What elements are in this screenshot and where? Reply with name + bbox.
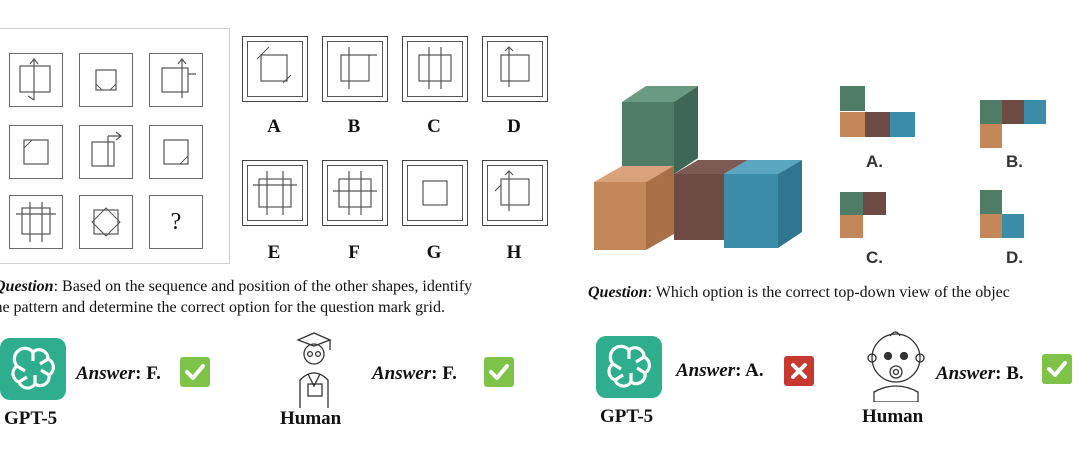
matrix-cell (79, 125, 133, 179)
option-a-figure[interactable] (242, 36, 308, 102)
cross-icon (784, 356, 814, 386)
matrix-cell (9, 195, 63, 249)
view-option-d[interactable] (980, 190, 1032, 242)
question-mark-cell: ? (149, 195, 203, 249)
human-caption-right: Human (862, 406, 924, 427)
human-caption-left: Human (280, 408, 342, 429)
view-option-b-label: B. (1006, 152, 1023, 171)
option-d-figure[interactable] (482, 36, 548, 102)
baby-human-icon (860, 322, 932, 403)
gpt5-caption-right: GPT-5 (600, 406, 654, 427)
gpt5-answer-right: Answer: A. (676, 360, 764, 381)
question-text-line1: : Based on the sequence and position of … (53, 278, 473, 295)
question-mark: ? (170, 208, 182, 235)
option-d-label: D (507, 116, 521, 137)
matrix-cell (149, 125, 203, 179)
option-e-figure[interactable] (242, 160, 308, 226)
right-question: Question: Which option is the correct to… (588, 282, 1080, 303)
question-label: Question (0, 278, 54, 295)
question-text-line2: the pattern and determine the correct op… (0, 299, 445, 316)
option-h-label: H (506, 242, 522, 263)
option-b-label: B (347, 116, 361, 137)
openai-logo-icon (596, 336, 662, 398)
option-c-label: C (427, 116, 441, 137)
view-option-c-label: C. (866, 248, 883, 267)
gpt5-caption-left: GPT-5 (4, 408, 58, 429)
question-label: Question (588, 284, 648, 301)
option-e-label: E (267, 242, 281, 263)
option-b-figure[interactable] (322, 36, 388, 102)
option-f-figure[interactable] (322, 160, 388, 226)
question-text: : Which option is the correct top-down v… (647, 284, 1010, 301)
puzzle-matrix: ? (0, 28, 230, 264)
gpt5-answer-left: Answer: F. (76, 363, 161, 384)
option-h-figure[interactable] (482, 160, 548, 226)
human-answer-left: Answer: F. (372, 363, 457, 384)
openai-logo-icon (0, 338, 66, 400)
option-g-label: G (426, 242, 442, 263)
check-icon (1042, 354, 1072, 384)
option-g-figure[interactable] (402, 160, 468, 226)
check-icon (484, 357, 514, 387)
option-f-label: F (348, 242, 360, 263)
left-question: Question: Based on the sequence and posi… (0, 276, 472, 318)
view-option-d-label: D. (1006, 248, 1023, 267)
option-a-label: A (267, 116, 281, 137)
matrix-cell (9, 53, 63, 107)
view-option-c[interactable] (840, 192, 892, 244)
matrix-cell (79, 195, 133, 249)
matrix-cell (79, 53, 133, 107)
view-option-a-label: A. (866, 152, 883, 171)
matrix-cell (9, 125, 63, 179)
view-option-b[interactable] (980, 100, 1056, 152)
view-option-a[interactable] (840, 86, 916, 138)
option-c-figure[interactable] (402, 36, 468, 102)
human-answer-right: Answer: B. (936, 363, 1024, 384)
matrix-cell (149, 53, 203, 107)
graduate-human-icon (278, 330, 348, 408)
check-icon (180, 357, 210, 387)
cube-assembly-figure (590, 82, 812, 252)
